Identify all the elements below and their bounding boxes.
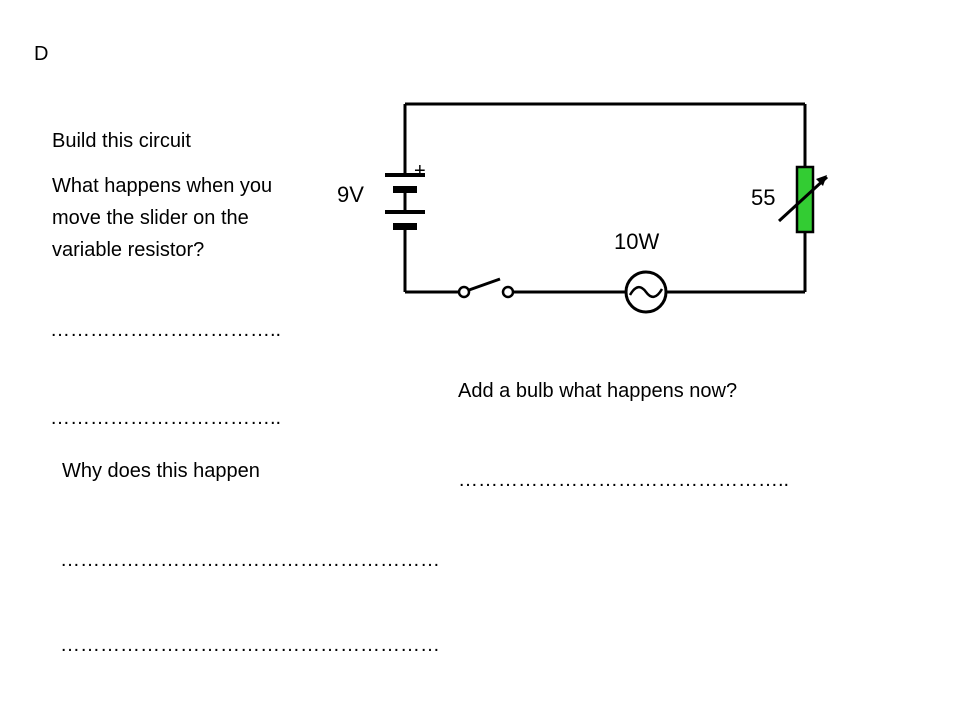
variable-resistor-symbol <box>777 165 829 234</box>
answer-line-1: …………………………….. <box>50 319 282 341</box>
why-answer-line-1: ………………………………………………… <box>60 549 440 571</box>
bulb-filament <box>628 286 664 298</box>
resistor-body <box>795 165 815 234</box>
why-answer-line-2: ………………………………………………… <box>60 634 440 656</box>
question-line: variable resistor? <box>52 239 205 261</box>
slide-letter: D <box>34 43 49 65</box>
bulb-label: 10W <box>614 229 659 254</box>
switch-lever <box>468 277 501 292</box>
battery-plate-short <box>393 186 417 193</box>
heading: Build this circuit <box>52 130 191 152</box>
bulb-answer-line: ………………………………………….. <box>458 469 790 491</box>
question-text: What happens when you move the slider on… <box>52 170 272 266</box>
battery-label: 9V <box>337 182 364 207</box>
question-line: What happens when you <box>52 175 273 197</box>
question-line: move the slider on the <box>52 207 249 229</box>
battery-plate-long <box>385 210 425 214</box>
battery-plus-sign: + <box>414 160 426 182</box>
battery-plate-long <box>385 173 425 177</box>
resistor-arrow-head <box>816 175 827 186</box>
answer-line-2: …………………………….. <box>50 407 282 429</box>
resistor-label: 55 <box>751 185 775 210</box>
circuit-diagram: + 9V 10W 55 <box>337 102 829 314</box>
switch-contact-left <box>457 285 471 299</box>
bulb-symbol <box>624 270 668 314</box>
resistor-slider-arrow <box>777 175 829 223</box>
battery-plate-short <box>393 223 417 230</box>
switch-contact-right <box>501 285 515 299</box>
bulb-question: Add a bulb what happens now? <box>458 380 738 402</box>
circuit-wires <box>403 102 807 294</box>
switch-symbol <box>457 277 515 299</box>
why-question: Why does this happen <box>62 460 260 482</box>
battery-symbol: + <box>385 160 426 230</box>
